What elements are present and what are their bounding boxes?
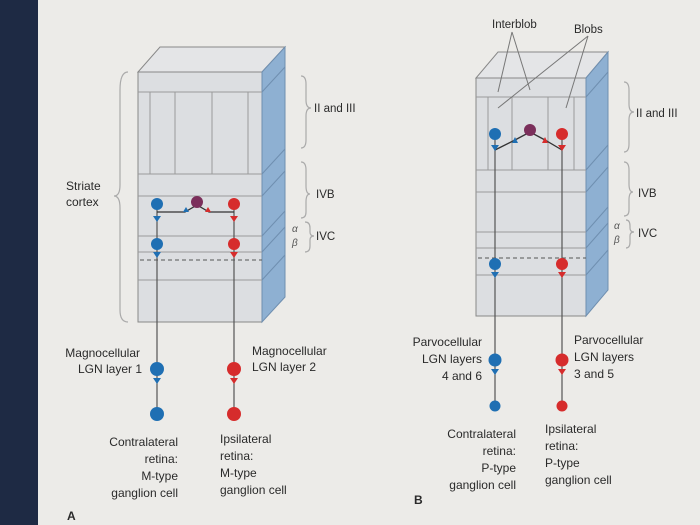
contralateral-synapse <box>183 207 189 212</box>
parvo-contra-cell-4c-beta <box>489 258 501 270</box>
cortex-block-side <box>261 45 286 324</box>
lgn-3-5-terminal <box>558 369 566 375</box>
layer-label-4b: IVB <box>316 189 335 201</box>
parvocellular-lgn-4-6-cell <box>488 353 502 367</box>
layer-b-label-4b: IVB <box>638 188 657 200</box>
parvo-ipsilateral-ganglion-cell <box>556 400 568 412</box>
parvo-contra-synapse <box>512 137 518 143</box>
interneuron-cell <box>191 196 203 208</box>
alpha-label: α <box>292 224 298 235</box>
blob-interneuron-cell <box>524 124 536 136</box>
parvo-retina-left-line3: P-type <box>481 461 516 475</box>
interblob-ipsilateral-cell <box>556 128 568 140</box>
parvo-retina-left-line1: Contralateral <box>447 427 516 441</box>
cortex-side-lines <box>261 66 286 281</box>
parvo-contralateral-ganglion-cell <box>489 400 501 412</box>
parvo-retina-right-line3: P-type <box>545 456 580 470</box>
beta-label: β <box>291 238 298 249</box>
panel-b-letter: B <box>414 493 423 507</box>
ipsilateral-synapse <box>205 207 211 212</box>
panel-a-letter: A <box>67 509 76 523</box>
retina-left-line4: ganglion cell <box>111 486 178 500</box>
region-label-cortex: cortex <box>66 195 99 209</box>
interblob-label: Interblob <box>492 19 537 31</box>
contralateral-terminal-4b <box>153 216 161 222</box>
magnocellular-lgn-layer2-cell <box>227 362 241 376</box>
lgn1-terminal <box>153 378 161 384</box>
parvo-retina-right-line4: ganglion cell <box>545 473 612 487</box>
parvo-contra-terminal-4c <box>491 272 499 278</box>
layer-b-4c-brace <box>625 219 635 249</box>
retina-left-line2: retina: <box>145 452 178 466</box>
ipsilateral-terminal-4c <box>230 252 238 258</box>
parvo-lgn-left-line1: Parvocellular <box>413 335 482 349</box>
lgn-4-6-terminal <box>491 369 499 375</box>
ipsilateral-cell-4b <box>228 198 240 210</box>
contralateral-cell-4c-alpha <box>151 238 163 250</box>
parvo-lgn-right-line3: 3 and 5 <box>574 367 614 381</box>
cortex-block-b-top <box>474 51 610 79</box>
layer-b-label-2-3: II and III <box>636 108 678 120</box>
retina-left-line3: M-type <box>141 469 178 483</box>
parvo-ipsi-terminal-4c <box>558 272 566 278</box>
parvo-retina-right-line2: retina: <box>545 439 578 453</box>
lgn-left-label-2: LGN layer 1 <box>78 362 142 376</box>
blobs-label: Blobs <box>574 24 603 36</box>
contralateral-cell-4b <box>151 198 163 210</box>
parvo-ipsi-terminal-23 <box>558 145 566 151</box>
retina-right-line3: M-type <box>220 466 257 480</box>
alpha-b-label: α <box>614 221 620 232</box>
parvo-lgn-left-line2: LGN layers <box>422 352 482 366</box>
parvo-ipsi-synapse <box>542 137 548 143</box>
beta-b-label: β <box>613 235 620 246</box>
layer-4c-brace <box>304 221 315 253</box>
ipsilateral-ganglion-cell <box>227 407 241 421</box>
magnocellular-lgn-layer1-cell <box>150 362 164 376</box>
lgn-left-label-1: Magnocellular <box>65 346 140 360</box>
parvo-lgn-right-line1: Parvocellular <box>574 333 643 347</box>
parvo-retina-left-line2: retina: <box>483 444 516 458</box>
striate-cortex-brace <box>113 71 129 323</box>
panel-a: Striate cortex II and III IVB IVC α β Ma… <box>65 45 356 523</box>
layer-label-4c: IVC <box>316 231 335 243</box>
retina-right-line4: ganglion cell <box>220 483 287 497</box>
lgn-right-label-1: Magnocellular <box>252 344 327 358</box>
cortex-b-side-lines <box>585 71 609 276</box>
lgn-right-label-2: LGN layer 2 <box>252 360 316 374</box>
layer-b-label-4c: IVC <box>638 228 657 240</box>
interblob-contralateral-cell <box>489 128 501 140</box>
cortex-b-layer-lines <box>476 96 586 276</box>
top-label-pointers <box>497 31 589 109</box>
lgn2-terminal <box>230 378 238 384</box>
retina-left-line1: Contralateral <box>109 435 178 449</box>
parvo-contra-terminal-23 <box>491 145 499 151</box>
layer-4b-brace <box>300 161 311 219</box>
parvo-lgn-left-line3: 4 and 6 <box>442 369 482 383</box>
cortex-block-b-front <box>475 77 587 317</box>
parvo-retina-right-line1: Ipsilateral <box>545 422 596 436</box>
layer-b-2-3-brace <box>623 81 635 153</box>
layer-b-4b-brace <box>623 161 634 217</box>
layer-2-3-brace <box>300 75 312 149</box>
contralateral-ganglion-cell <box>150 407 164 421</box>
parvocellular-lgn-3-5-cell <box>555 353 569 367</box>
layer-label-2-3: II and III <box>314 103 356 115</box>
cortex-layer-lines <box>138 91 262 281</box>
retina-right-line2: retina: <box>220 449 253 463</box>
panel-b: Interblob Blobs II and III IVB IVC α β P… <box>413 19 678 507</box>
ipsilateral-terminal-4b <box>230 216 238 222</box>
ipsilateral-cell-4c-alpha <box>228 238 240 250</box>
region-label-striate: Striate <box>66 179 101 193</box>
parvo-lgn-right-line2: LGN layers <box>574 350 634 364</box>
parvo-ipsi-cell-4c-beta <box>556 258 568 270</box>
parvo-retina-left-line4: ganglion cell <box>449 478 516 492</box>
retina-right-line1: Ipsilateral <box>220 432 271 446</box>
contralateral-terminal-4c <box>153 252 161 258</box>
cortex-block-b-side <box>585 50 609 318</box>
cortex-block-top <box>136 46 287 73</box>
